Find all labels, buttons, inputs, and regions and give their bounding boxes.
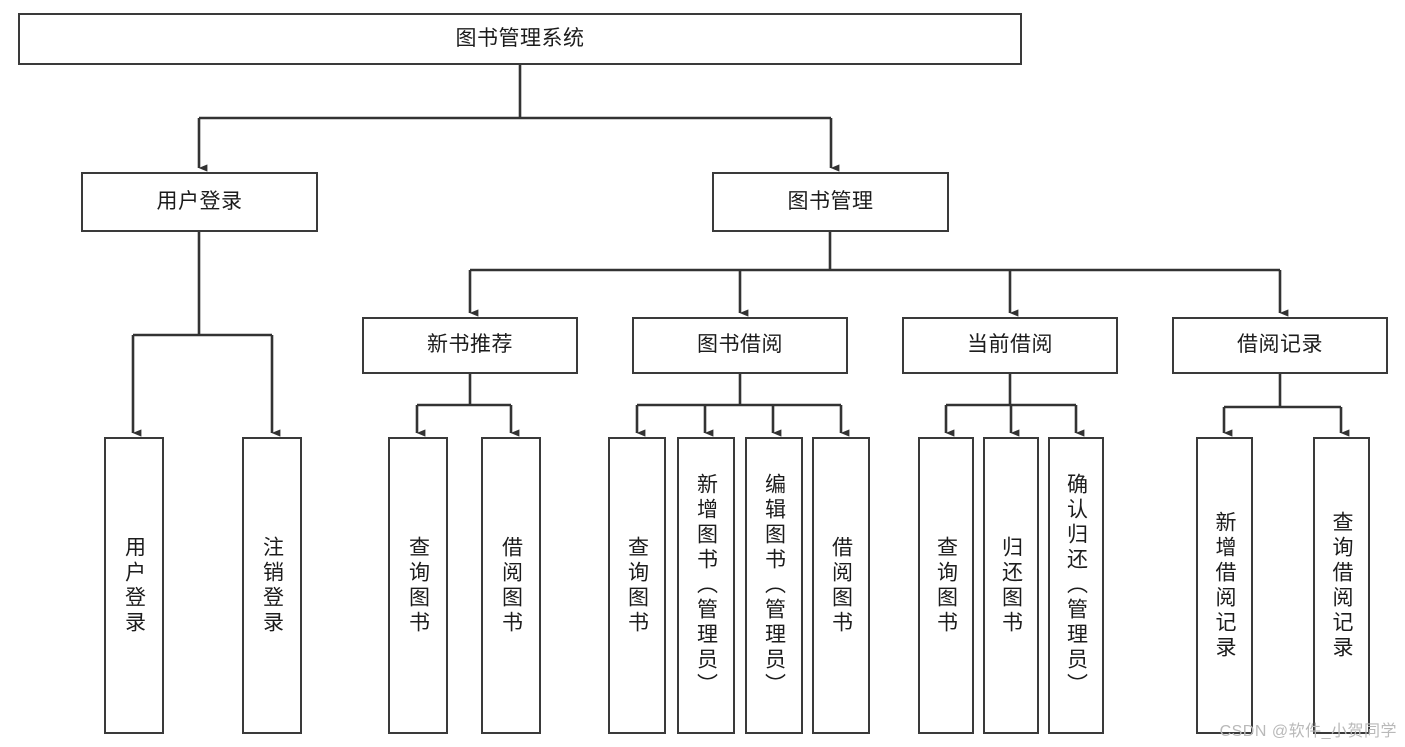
node-leaf-query-book-3-label: 查询图书 bbox=[934, 535, 958, 636]
node-new-book-recommend[interactable]: 新书推荐 bbox=[362, 317, 578, 374]
node-leaf-add-book-label: 新增图书（管理员） bbox=[694, 473, 718, 698]
node-borrow-record-label: 借阅记录 bbox=[1237, 333, 1323, 357]
node-leaf-query-record[interactable]: 查询借阅记录 bbox=[1313, 437, 1370, 734]
node-leaf-add-record-label: 新增借阅记录 bbox=[1213, 510, 1236, 661]
node-leaf-query-book-3[interactable]: 查询图书 bbox=[918, 437, 974, 734]
node-user-login-label: 用户登录 bbox=[156, 189, 243, 213]
node-current-borrow-label: 当前借阅 bbox=[967, 333, 1053, 357]
node-book-management-label: 图书管理 bbox=[787, 189, 874, 213]
node-leaf-borrow-book-1[interactable]: 借阅图书 bbox=[481, 437, 541, 734]
node-leaf-query-book-2[interactable]: 查询图书 bbox=[608, 437, 666, 734]
node-book-management[interactable]: 图书管理 bbox=[712, 172, 949, 232]
node-root-label: 图书管理系统 bbox=[455, 26, 585, 50]
node-leaf-add-book[interactable]: 新增图书（管理员） bbox=[677, 437, 735, 734]
node-borrow-record[interactable]: 借阅记录 bbox=[1172, 317, 1388, 374]
node-leaf-borrow-book-2[interactable]: 借阅图书 bbox=[812, 437, 870, 734]
node-leaf-query-record-label: 查询借阅记录 bbox=[1330, 510, 1353, 661]
node-book-borrow[interactable]: 图书借阅 bbox=[632, 317, 848, 374]
node-user-login[interactable]: 用户登录 bbox=[81, 172, 318, 232]
node-leaf-confirm-return-label: 确认归还（管理员） bbox=[1064, 473, 1088, 698]
node-current-borrow[interactable]: 当前借阅 bbox=[902, 317, 1118, 374]
watermark-text: CSDN @软件_小贺同学 bbox=[1219, 723, 1397, 740]
node-leaf-edit-book[interactable]: 编辑图书（管理员） bbox=[745, 437, 803, 734]
node-root[interactable]: 图书管理系统 bbox=[18, 13, 1022, 65]
node-leaf-return-book-label: 归还图书 bbox=[999, 535, 1023, 636]
node-leaf-query-book-1[interactable]: 查询图书 bbox=[388, 437, 448, 734]
node-leaf-query-book-1-label: 查询图书 bbox=[406, 535, 430, 636]
node-leaf-logout-label: 注销登录 bbox=[260, 535, 284, 636]
node-book-borrow-label: 图书借阅 bbox=[697, 333, 783, 357]
node-leaf-borrow-book-2-label: 借阅图书 bbox=[829, 535, 853, 636]
node-leaf-borrow-book-1-label: 借阅图书 bbox=[499, 535, 523, 636]
node-leaf-logout[interactable]: 注销登录 bbox=[242, 437, 302, 734]
node-new-book-recommend-label: 新书推荐 bbox=[427, 333, 513, 357]
node-leaf-user-login[interactable]: 用户登录 bbox=[104, 437, 164, 734]
node-leaf-return-book[interactable]: 归还图书 bbox=[983, 437, 1039, 734]
node-leaf-user-login-label: 用户登录 bbox=[122, 535, 146, 636]
node-leaf-edit-book-label: 编辑图书（管理员） bbox=[762, 473, 786, 698]
node-leaf-add-record[interactable]: 新增借阅记录 bbox=[1196, 437, 1253, 734]
node-leaf-confirm-return[interactable]: 确认归还（管理员） bbox=[1048, 437, 1104, 734]
node-leaf-query-book-2-label: 查询图书 bbox=[625, 535, 649, 636]
